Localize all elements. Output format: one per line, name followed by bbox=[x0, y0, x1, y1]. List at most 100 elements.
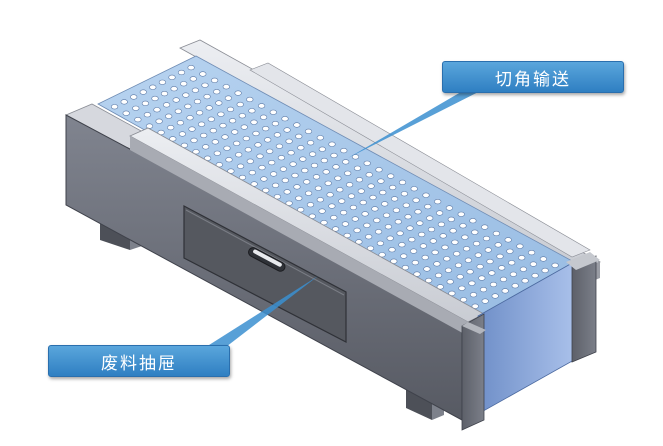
deck-hole bbox=[262, 187, 270, 193]
deck-hole bbox=[473, 241, 481, 247]
deck-hole bbox=[209, 128, 217, 134]
deck-hole bbox=[541, 267, 549, 274]
deck-hole bbox=[426, 215, 434, 221]
deck-hole bbox=[529, 261, 538, 267]
deck-hole bbox=[471, 303, 479, 309]
deck-hole bbox=[401, 265, 410, 271]
deck-hole bbox=[158, 79, 166, 85]
deck-hole bbox=[330, 215, 338, 221]
callout-pointers bbox=[198, 82, 498, 352]
deck-hole bbox=[169, 136, 177, 142]
deck-hole bbox=[366, 245, 375, 251]
deck-hole bbox=[471, 229, 479, 235]
deck-hole bbox=[384, 224, 393, 230]
deck-hole bbox=[464, 257, 473, 263]
deck-hole bbox=[309, 151, 317, 157]
deck-hole bbox=[476, 264, 484, 270]
deck-hole bbox=[421, 254, 429, 261]
deck-hole bbox=[177, 69, 186, 76]
deck-hole bbox=[347, 193, 356, 199]
deck-hole bbox=[328, 203, 336, 209]
deck-hole bbox=[458, 285, 466, 291]
deck-hole bbox=[238, 113, 246, 119]
deck-hole bbox=[297, 207, 305, 213]
deck-hole bbox=[163, 102, 171, 108]
deck-hole bbox=[314, 185, 323, 191]
callout-conveyor-label: 切角输送 bbox=[442, 61, 624, 93]
deck-hole bbox=[316, 197, 324, 203]
deck-hole bbox=[379, 189, 387, 196]
deck-hole bbox=[301, 167, 309, 174]
deck-hole bbox=[367, 183, 375, 189]
deck-hole bbox=[256, 153, 264, 159]
deck-hole bbox=[178, 131, 186, 137]
deck-hole bbox=[180, 81, 188, 87]
deck-hole bbox=[242, 135, 250, 142]
deck-hole bbox=[330, 152, 338, 159]
deck-hole bbox=[236, 101, 244, 108]
deck-hole bbox=[145, 123, 154, 129]
deck-hole bbox=[285, 200, 293, 206]
deck-hole bbox=[400, 253, 408, 259]
deck-hole bbox=[174, 108, 182, 114]
deck-hole bbox=[222, 84, 230, 90]
deck-hole bbox=[451, 239, 459, 245]
deck-hole bbox=[130, 94, 138, 100]
deck-hole bbox=[447, 216, 455, 222]
deck-hole bbox=[217, 111, 225, 117]
deck-hole bbox=[341, 221, 350, 227]
deck-hole bbox=[246, 96, 254, 103]
deck-hole bbox=[132, 105, 140, 111]
deck-hole bbox=[433, 261, 441, 267]
deck-hole bbox=[244, 147, 252, 153]
deck-hole bbox=[398, 179, 407, 185]
deck-hole bbox=[312, 174, 321, 180]
deck-hole bbox=[248, 108, 256, 114]
deck-hole bbox=[410, 248, 418, 254]
deck-hole bbox=[425, 277, 433, 284]
deck-hole bbox=[411, 260, 419, 266]
deck-hole bbox=[511, 283, 519, 289]
deck-hole bbox=[207, 116, 215, 122]
deck-hole bbox=[482, 235, 491, 242]
deck-hole bbox=[484, 247, 492, 253]
deck-hole bbox=[496, 253, 504, 259]
deck-hole bbox=[422, 192, 430, 198]
waste-drawer[interactable] bbox=[183, 205, 347, 343]
deck-hole bbox=[291, 172, 299, 179]
deck-hole bbox=[342, 159, 350, 165]
deck-hole bbox=[457, 211, 465, 217]
deck-hole bbox=[155, 118, 163, 124]
deck-hole bbox=[223, 145, 231, 151]
deck-hole bbox=[281, 177, 289, 183]
deck-hole bbox=[338, 198, 346, 204]
deck-hole bbox=[427, 226, 436, 233]
deck-hole bbox=[408, 237, 416, 243]
deck-hole bbox=[489, 281, 498, 288]
deck-hole bbox=[266, 148, 274, 154]
deck-hole bbox=[289, 161, 297, 167]
deck-holes bbox=[110, 64, 559, 309]
deck-hole bbox=[504, 237, 512, 243]
deck-hole bbox=[377, 178, 385, 184]
deck-hole bbox=[444, 267, 453, 273]
drawer-handle[interactable] bbox=[247, 246, 287, 273]
deck-hole bbox=[193, 98, 202, 105]
deck-hole bbox=[453, 251, 461, 257]
deck-hole bbox=[275, 143, 284, 149]
deck-hole bbox=[398, 242, 406, 248]
deck-hole bbox=[233, 140, 241, 146]
deck-hole bbox=[359, 199, 367, 206]
deck-hole bbox=[365, 234, 373, 240]
deck-hole bbox=[378, 252, 386, 258]
deck-hole bbox=[340, 210, 348, 216]
deck-hole bbox=[328, 141, 336, 147]
deck-hole bbox=[353, 165, 362, 171]
deck-hole bbox=[460, 297, 468, 303]
deck-hole bbox=[434, 199, 442, 205]
deck-hole bbox=[349, 204, 358, 211]
deck-hole bbox=[318, 146, 326, 152]
deck-hole bbox=[498, 265, 506, 271]
deck-hole bbox=[404, 214, 412, 220]
deck-hole bbox=[326, 192, 334, 198]
